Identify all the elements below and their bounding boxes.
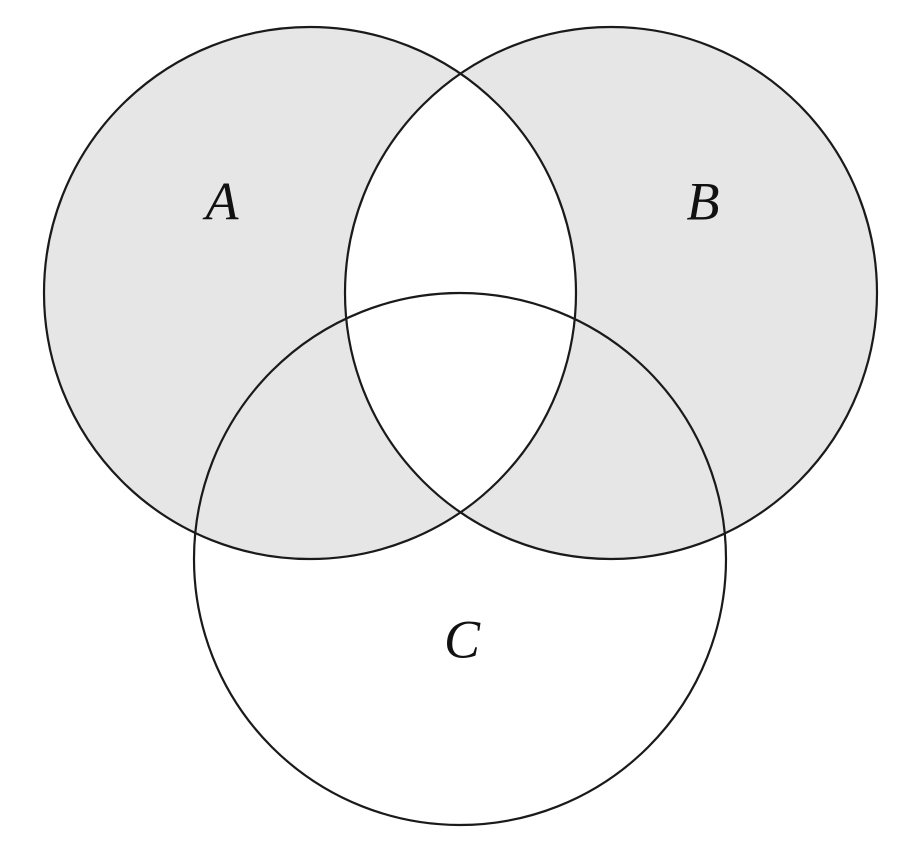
set-labels-group: A B C [203, 171, 720, 669]
set-label-c: C [444, 609, 481, 669]
set-label-b: B [687, 171, 720, 231]
circle-outline-set-b[interactable] [343, 25, 879, 561]
set-label-a: A [203, 171, 240, 231]
circle-outline-set-a[interactable] [42, 25, 578, 561]
circle-outlines-group [42, 25, 879, 827]
circle-outline-set-c[interactable] [192, 291, 728, 827]
